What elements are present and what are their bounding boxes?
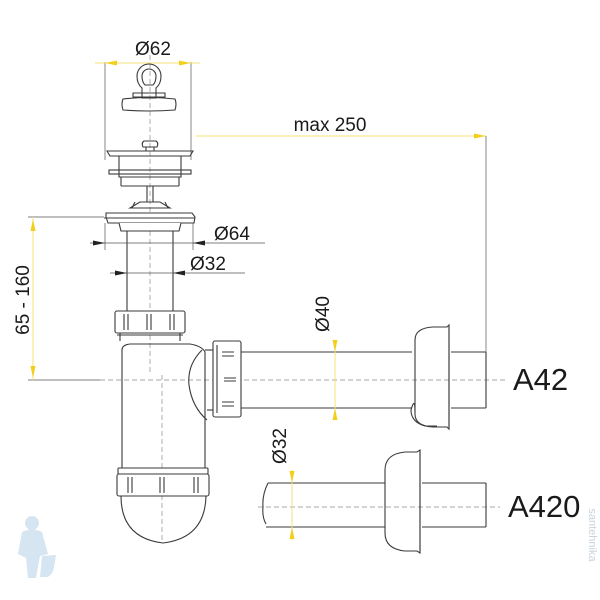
dimension-flange-diameter <box>90 223 265 250</box>
dimension-outlet-diameter <box>332 340 338 420</box>
dimension-alt-outlet-diameter <box>289 470 295 540</box>
sink-flange <box>104 201 196 318</box>
label-outlet-diameter: Ø40 <box>313 296 334 332</box>
bottle-body <box>121 343 214 473</box>
dimension-inlet-diameter <box>110 270 245 276</box>
label-max-length: max 250 <box>294 115 367 136</box>
dimension-plug-diameter <box>95 60 200 160</box>
outlet-pipe-a42 <box>241 323 487 431</box>
bottom-cup <box>116 467 210 544</box>
dimension-height-range <box>28 216 104 381</box>
top-union-nut <box>114 310 186 341</box>
side-union-nut <box>212 340 242 418</box>
strainer <box>106 140 194 187</box>
plumber-logo-icon <box>18 516 56 578</box>
plug-stem <box>146 186 154 202</box>
label-plug-diameter: Ø62 <box>135 39 171 60</box>
label-flange-diameter: Ø64 <box>214 224 250 245</box>
label-alt-outlet-diameter: Ø32 <box>270 428 291 464</box>
label-variant-a42: A42 <box>513 362 568 397</box>
drain-plug <box>121 63 177 112</box>
label-inlet-diameter: Ø32 <box>190 254 226 275</box>
dimension-max-length <box>196 133 487 352</box>
label-variant-a420: A420 <box>508 489 580 524</box>
outlet-pipe-a420 <box>262 402 487 555</box>
label-height-range: 65 - 160 <box>13 265 34 335</box>
watermark-text: santehnika <box>586 508 598 562</box>
